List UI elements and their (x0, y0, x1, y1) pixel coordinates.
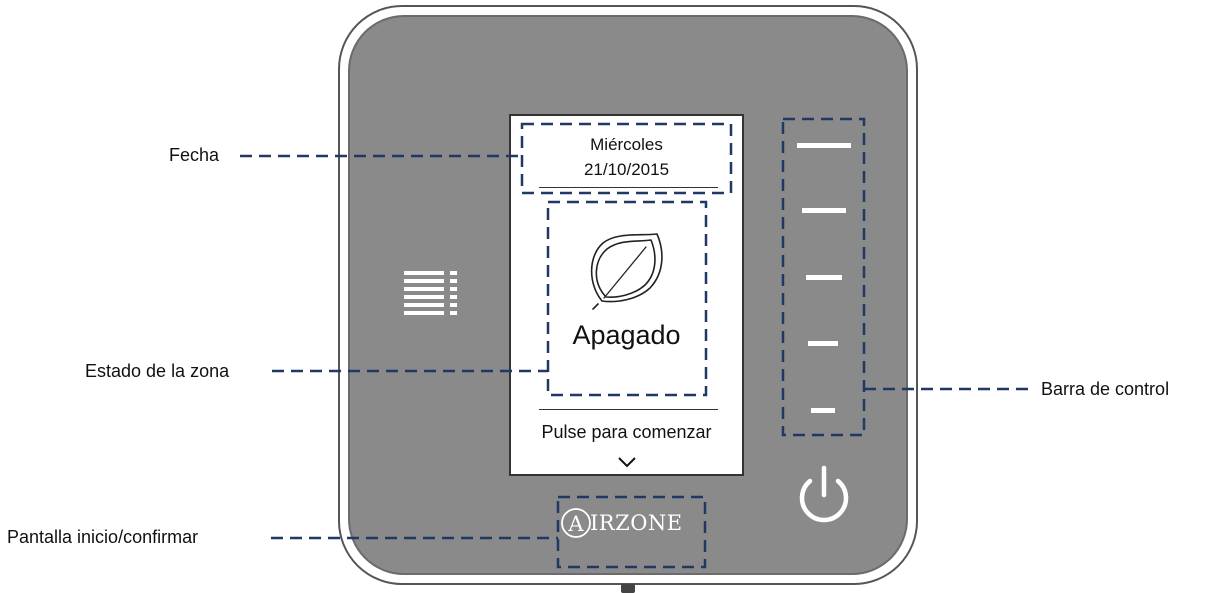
chevron-down-icon[interactable] (618, 457, 636, 468)
zone-status-label: Estado de la zona (85, 361, 230, 381)
control-bar-label: Barra de control (1041, 379, 1170, 399)
home-confirm-label: Pantalla inicio/confirmar (7, 527, 199, 547)
date-day: Miércoles (590, 135, 663, 154)
status-divider (539, 409, 718, 410)
control-level-4[interactable] (802, 208, 846, 213)
zone-status-text: Apagado (572, 320, 681, 350)
control-bar[interactable] (797, 143, 851, 413)
airzone-logo-text: IRZONE (590, 511, 683, 535)
date-divider (539, 187, 718, 188)
thermostat-device (338, 5, 918, 585)
device-cable (621, 584, 635, 593)
leaf-icon (590, 233, 663, 310)
logo-highlight-box (556, 495, 707, 569)
logo-letter: A (567, 512, 584, 536)
control-level-5[interactable] (797, 143, 851, 148)
date-highlight-box (520, 122, 733, 195)
power-icon[interactable] (799, 465, 849, 523)
menu-icon[interactable] (404, 271, 457, 315)
date-value: 21/10/2015 (583, 160, 670, 179)
airzone-logo-mark: A (561, 508, 591, 538)
zone-status-highlight-box (546, 200, 708, 397)
control-level-3[interactable] (806, 275, 842, 280)
start-prompt: Pulse para comenzar (541, 422, 712, 442)
control-level-2[interactable] (808, 341, 838, 346)
date-label: Fecha (169, 145, 220, 165)
control-bar-highlight-box (781, 117, 866, 437)
control-level-1[interactable] (811, 408, 835, 413)
